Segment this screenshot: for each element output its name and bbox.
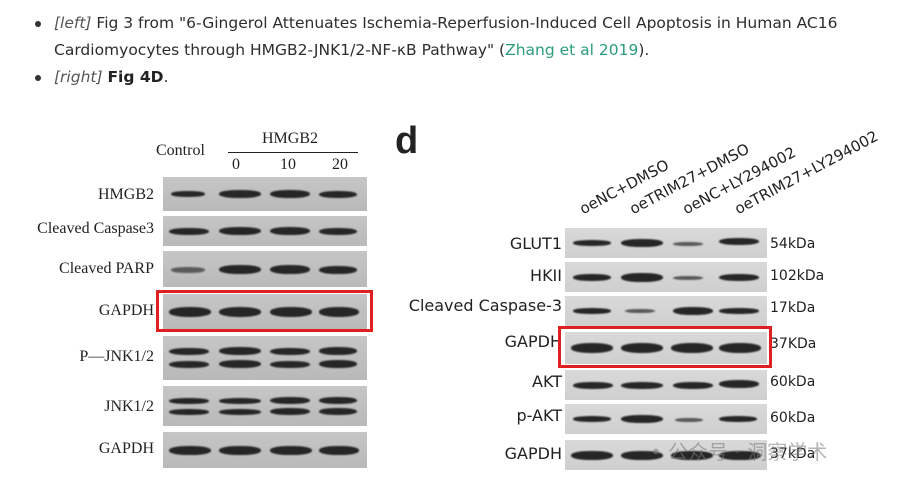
dose-10: 10	[280, 156, 296, 173]
kda-akt: 60kDa	[770, 374, 816, 390]
control-label: Control	[156, 142, 205, 159]
left-blot-figure: Control HMGB2 0 10 20 HMGB2 Cleaved Casp…	[0, 120, 400, 488]
caption-right: [right] Fig 4D.	[28, 64, 898, 91]
row-label-gapdh-2: GAPDH	[98, 440, 154, 457]
citation-link[interactable]: Zhang et al 2019	[505, 41, 639, 59]
kda-hkii: 102kDa	[770, 268, 825, 284]
gapdh-highlight-box	[156, 290, 373, 332]
row-label-gapdh-2: GAPDH	[504, 444, 562, 463]
caption-list: [left] Fig 3 from "6-Gingerol Attenuates…	[28, 10, 898, 91]
row-label-p-jnk: P—JNK1/2	[79, 348, 154, 365]
left-caption-tail: ).	[638, 41, 650, 59]
panel-letter: d	[395, 120, 419, 162]
right-caption-tail: .	[163, 68, 169, 86]
left-caption-text: Fig 3 from "6-Gingerol Attenuates Ischem…	[54, 14, 838, 59]
kda-gapdh-2: 37kDa	[770, 446, 816, 462]
right-tag: [right]	[54, 68, 103, 86]
group-divider	[228, 152, 358, 153]
row-label-gapdh: GAPDH	[98, 302, 154, 319]
kda-glut1: 54kDa	[770, 236, 816, 252]
blot-strip	[565, 262, 767, 292]
row-label-hmgb2: HMGB2	[97, 186, 154, 203]
kda-p-akt: 60kDa	[770, 410, 816, 426]
row-label-cleaved-parp: Cleaved PARP	[59, 260, 154, 277]
kda-gapdh: 37KDa	[770, 336, 817, 352]
blot-strip	[163, 432, 367, 468]
blot-strip	[565, 296, 767, 326]
row-label-jnk: JNK1/2	[104, 398, 154, 415]
blot-strip	[163, 251, 367, 287]
watermark-text: • 公众号 · 洞察学术	[650, 440, 828, 464]
hmgb2-group-label: HMGB2	[262, 130, 319, 147]
blot-strip	[163, 294, 367, 330]
kda-cleaved-caspase-3: 17kDa	[770, 300, 816, 316]
row-label-glut1: GLUT1	[509, 234, 562, 253]
row-label-cleaved-caspase-3: Cleaved Caspase-3	[408, 296, 562, 315]
dose-0: 0	[232, 156, 240, 173]
left-tag: [left]	[54, 14, 92, 32]
bullet-dot-icon	[35, 75, 41, 81]
right-fig-label: Fig 4D	[107, 68, 164, 86]
caption-left: [left] Fig 3 from "6-Gingerol Attenuates…	[28, 10, 898, 64]
dose-20: 20	[332, 156, 348, 173]
blot-strip	[565, 332, 767, 364]
blot-strip	[565, 440, 767, 470]
row-label-gapdh: GAPDH	[504, 332, 562, 351]
blot-strip	[565, 370, 767, 400]
blot-strip	[163, 177, 367, 211]
row-label-hkii: HKII	[530, 266, 562, 285]
blot-strip	[163, 216, 367, 246]
blot-strip	[163, 336, 367, 380]
blot-strip	[565, 228, 767, 258]
gapdh-highlight-box	[558, 326, 772, 368]
bullet-dot-icon	[35, 21, 41, 27]
row-label-akt: AKT	[532, 372, 562, 391]
row-label-cleaved-caspase3: Cleaved Caspase3	[37, 220, 154, 237]
blot-strip	[565, 404, 767, 434]
right-blot-figure: d oeNC+DMSO oeTRIM27+DMSO oeNC+LY294002 …	[390, 120, 917, 488]
blot-strip	[163, 386, 367, 426]
row-label-p-akt: p-AKT	[516, 406, 562, 425]
